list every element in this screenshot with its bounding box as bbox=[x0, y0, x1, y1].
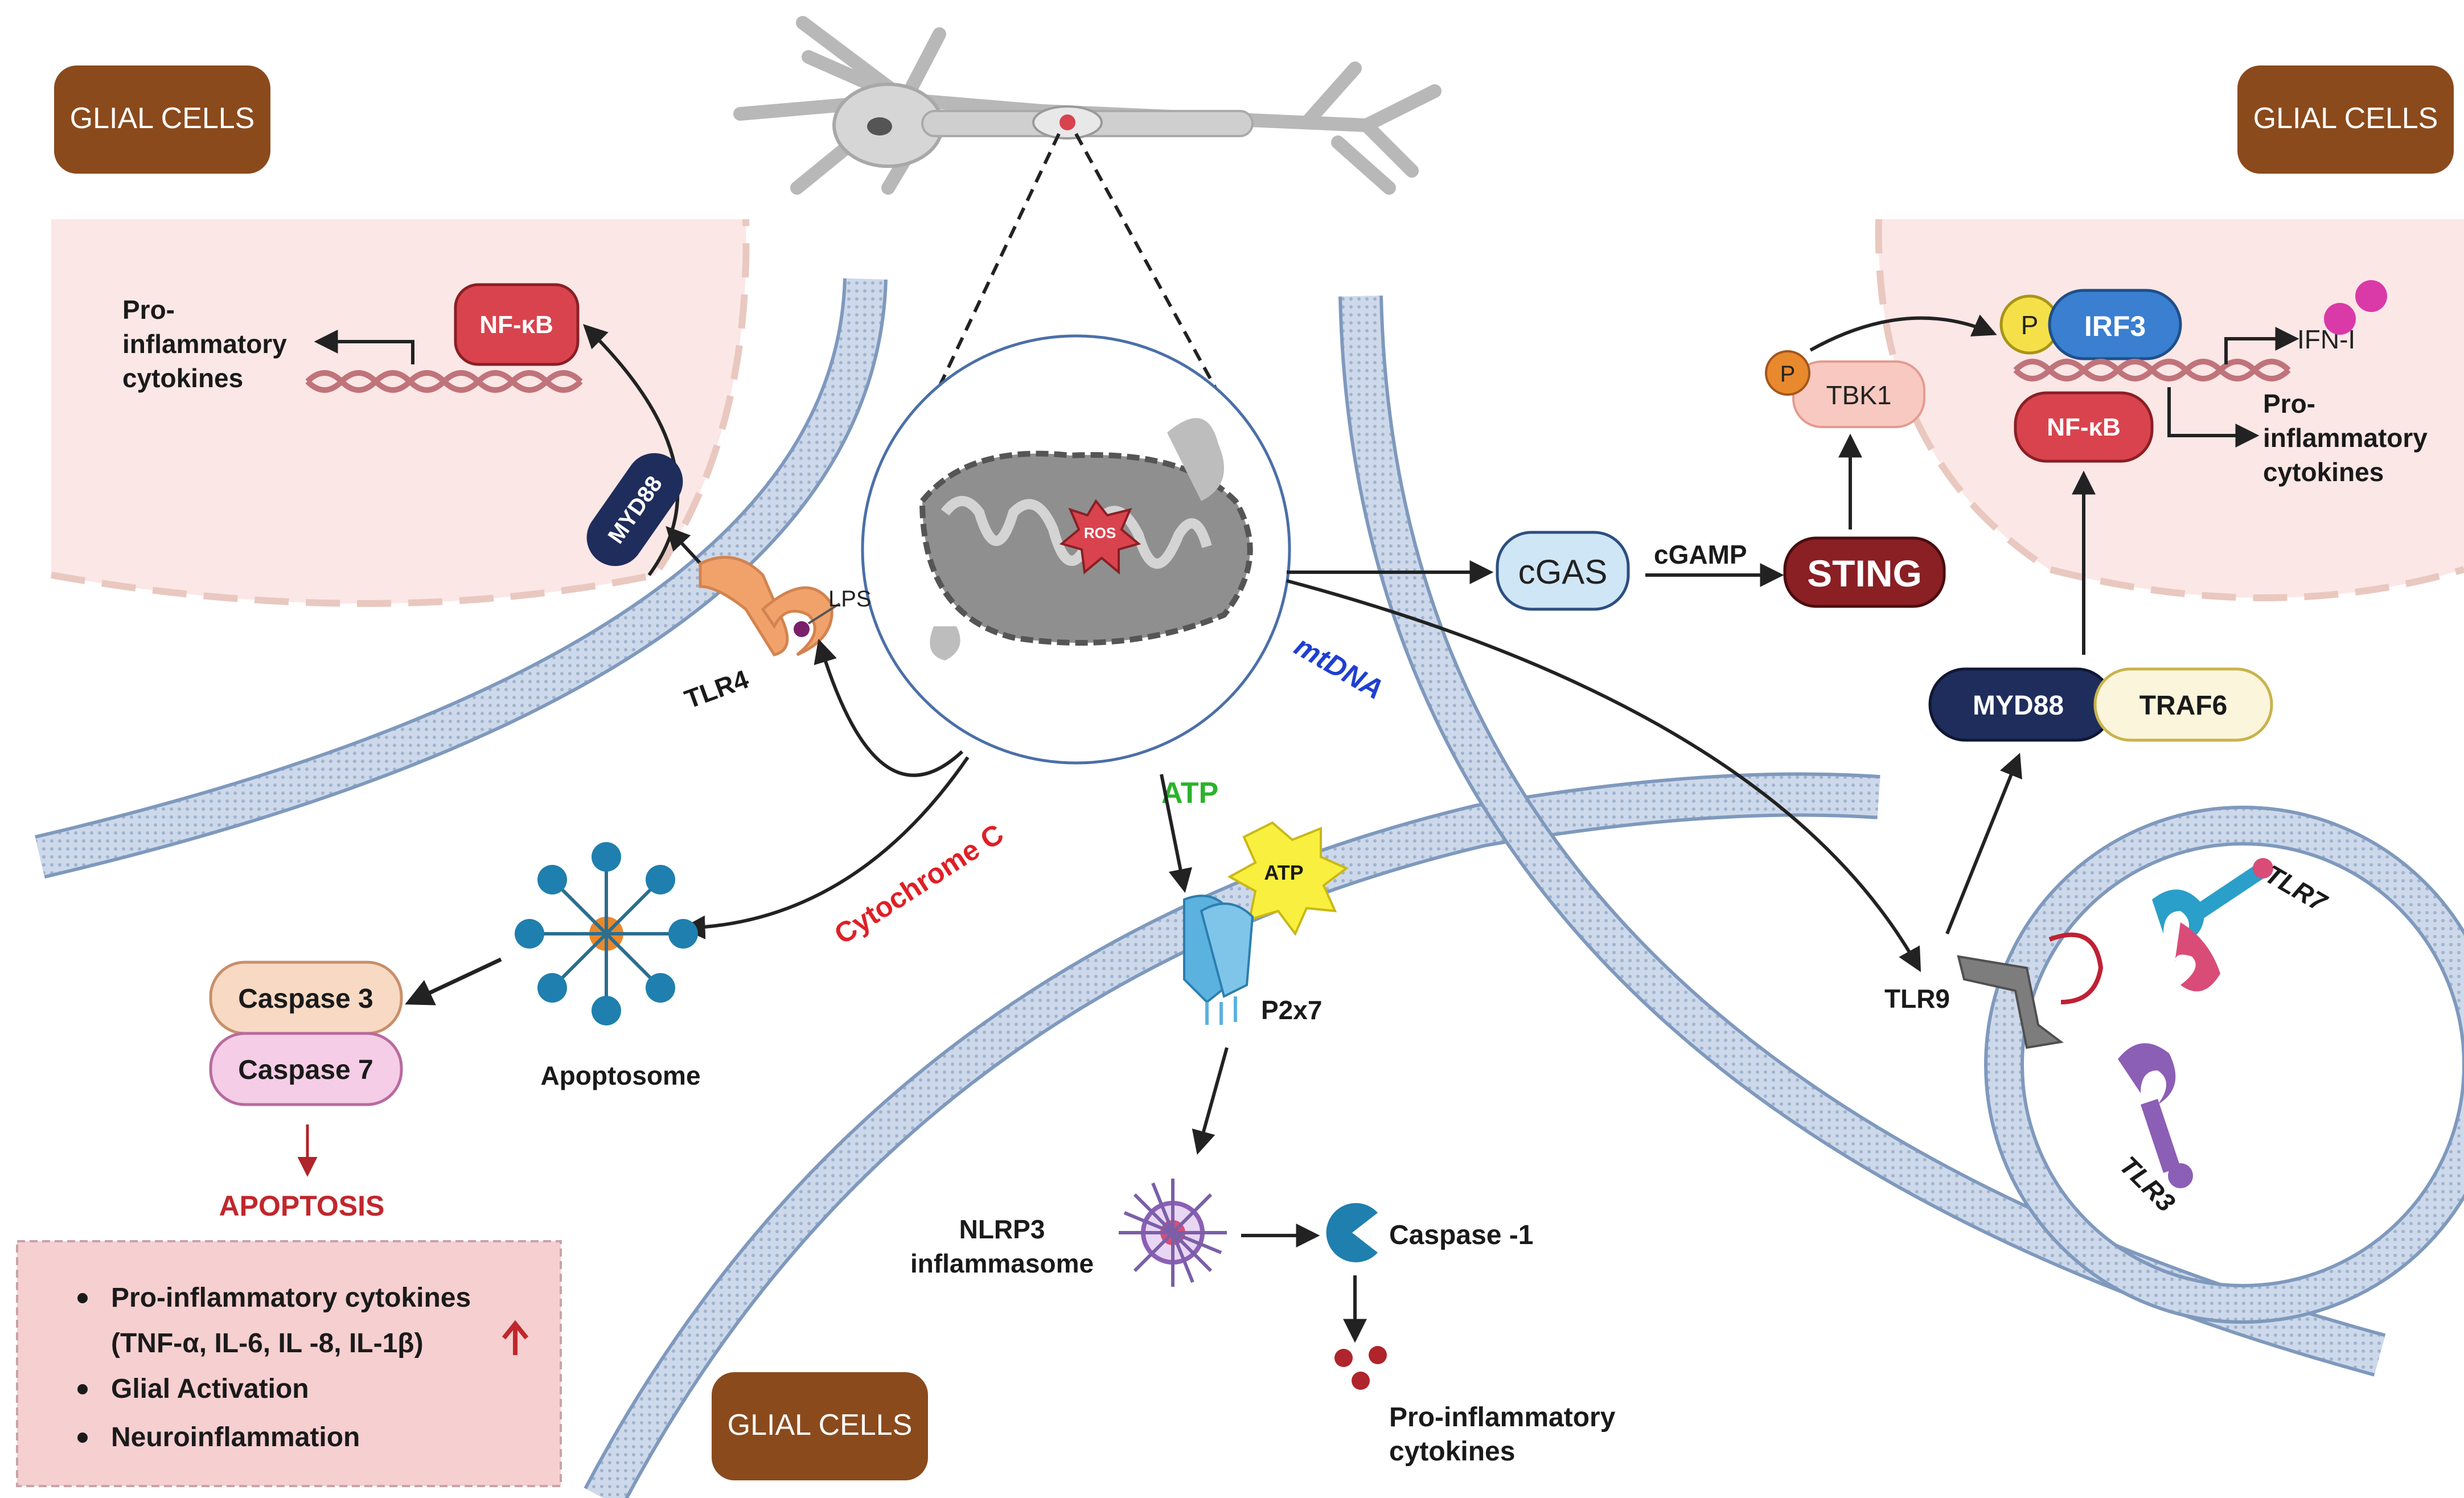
atp-burst-icon bbox=[1227, 821, 1349, 936]
sting-label: STING bbox=[1807, 552, 1922, 594]
bullet-icon bbox=[77, 1433, 88, 1443]
tlr7-receptor-icon bbox=[2152, 858, 2273, 992]
glial-cells-top-left: GLIAL CELLS bbox=[54, 65, 270, 174]
up-arrow-icon bbox=[502, 1320, 529, 1355]
pro-inflammatory-right-line3: cytokines bbox=[2263, 457, 2384, 487]
p2x7-label: P2x7 bbox=[1261, 995, 1322, 1025]
tlr4-receptor-icon bbox=[699, 556, 833, 656]
apoptosis-pathway: Apoptosome Caspase 3 Caspase 7 APOPTOSIS bbox=[209, 842, 701, 1222]
summary-item-glial-activation: Glial Activation bbox=[111, 1374, 309, 1404]
tbk1-label: TBK1 bbox=[1826, 380, 1891, 410]
summary-item-cytokines: Pro-inflammatory cytokines bbox=[111, 1283, 471, 1313]
atp-release-label: ATP bbox=[1161, 777, 1218, 810]
nlrp3-label-line2: inflammasome bbox=[910, 1249, 1094, 1278]
tlr4-label: TLR4 bbox=[681, 664, 753, 714]
inflammasome-cytokines-line2: cytokines bbox=[1389, 1437, 1515, 1467]
tlr7-label: TLR7 bbox=[2260, 859, 2333, 918]
nlrp3-label-line1: NLRP3 bbox=[959, 1214, 1045, 1244]
caspase3-label: Caspase 3 bbox=[238, 984, 373, 1014]
cgamp-label: cGAMP bbox=[1654, 540, 1747, 569]
mtdna-label: mtDNA bbox=[1290, 630, 1389, 705]
apoptosis-label: APOPTOSIS bbox=[219, 1190, 385, 1222]
nfkb-right-label: NF-κB bbox=[2047, 413, 2121, 441]
tlr3-receptor-icon bbox=[2118, 1043, 2193, 1188]
pro-inflammatory-right-line1: Pro- bbox=[2263, 389, 2315, 418]
p2x7-receptor-icon bbox=[1183, 894, 1254, 1025]
pro-inflammatory-right-line2: inflammatory bbox=[2263, 423, 2428, 453]
atp-burst-label: ATP bbox=[1264, 861, 1303, 884]
caspase7-label: Caspase 7 bbox=[238, 1055, 373, 1085]
right-nucleus bbox=[1875, 219, 2464, 601]
tbk1-phospho-icon bbox=[1765, 350, 1810, 396]
glial-cells-top-right: GLIAL CELLS bbox=[2237, 65, 2454, 174]
glial-cells-label: GLIAL CELLS bbox=[2253, 102, 2438, 135]
lps-label: LPS bbox=[828, 586, 872, 611]
tlr9-label: TLR9 bbox=[1884, 984, 1950, 1013]
tbk1-phospho-label: P bbox=[1780, 362, 1796, 387]
bullet-icon bbox=[77, 1293, 88, 1303]
pro-inflammatory-label-line2: inflammatory bbox=[122, 329, 287, 359]
glial-cells-bottom: GLIAL CELLS bbox=[712, 1372, 928, 1480]
ifn-molecule-icon bbox=[2324, 303, 2356, 335]
mitochondrion-arrows bbox=[681, 560, 1921, 972]
summary-item-cytokine-list: (TNF-α, IL-6, IL -8, IL-1β) bbox=[111, 1328, 424, 1359]
nlrp3-inflammasome-icon bbox=[1119, 1179, 1227, 1287]
apoptosome-label: Apoptosome bbox=[540, 1061, 700, 1090]
pro-inflammatory-label-line1: Pro- bbox=[122, 295, 175, 325]
nfkb-left-label: NF-κB bbox=[479, 311, 553, 339]
bullet-icon bbox=[77, 1384, 88, 1394]
cgas-label: cGAS bbox=[1518, 553, 1608, 591]
neuron-illustration bbox=[733, 16, 1442, 457]
caspase1-label: Caspase -1 bbox=[1389, 1220, 1533, 1250]
mitochondrion-zoom: ROS bbox=[861, 334, 1291, 765]
left-tlr4-pathway: Pro- inflammatory cytokines NF-κB MYD88 … bbox=[122, 283, 872, 714]
myd88-right-label: MYD88 bbox=[1973, 691, 2064, 721]
apoptosome-icon bbox=[515, 842, 698, 1025]
summary-box: Pro-inflammatory cytokines (TNF-α, IL-6,… bbox=[16, 1240, 562, 1487]
glial-cells-label: GLIAL CELLS bbox=[70, 102, 255, 135]
ifn-molecule-icon bbox=[2355, 280, 2387, 312]
cytochrome-c-label: Cytochrome C bbox=[828, 818, 1009, 950]
sting-pathway: cGAS cGAMP STING TBK1 P P IRF3 IFN-I NF-… bbox=[1496, 280, 2428, 611]
tlr9-receptor-icon bbox=[1957, 932, 2104, 1049]
inflammasome-cytokines-line1: Pro-inflammatory bbox=[1389, 1402, 1616, 1433]
caspase1-pacman-icon bbox=[1326, 1203, 1378, 1262]
pro-inflammatory-label-line3: cytokines bbox=[122, 363, 243, 393]
summary-item-neuroinflammation: Neuroinflammation bbox=[111, 1422, 360, 1452]
cytokine-particles-icon bbox=[1334, 1346, 1387, 1390]
ros-star-icon bbox=[1059, 499, 1141, 575]
inflammasome-pathway: ATP P2x7 NLRP3 inflammasome Caspase -1 bbox=[910, 821, 1616, 1467]
irf3-phospho-label: P bbox=[2021, 310, 2039, 340]
ros-label: ROS bbox=[1084, 524, 1116, 541]
glial-cells-label: GLIAL CELLS bbox=[728, 1409, 913, 1442]
traf6-label: TRAF6 bbox=[2139, 691, 2228, 721]
irf3-label: IRF3 bbox=[2084, 310, 2146, 342]
